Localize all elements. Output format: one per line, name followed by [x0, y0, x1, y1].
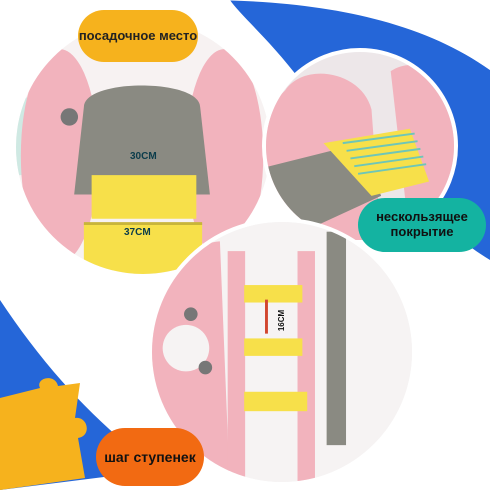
seat-badge-text: посадочное место [78, 27, 198, 43]
puzzle-piece-decoration [0, 378, 87, 490]
anti-slip-badge: нескользящее покрытие [358, 198, 486, 252]
steps-badge: шаг ступенек [96, 428, 204, 486]
seat-width-label: 30CM [130, 151, 157, 162]
step-width-label: 37CM [124, 227, 151, 238]
step-height-label: 16CM [277, 309, 287, 332]
anti-slip-badge-text: нескользящее покрытие [376, 209, 468, 239]
steps-badge-text: шаг ступенек [104, 448, 196, 465]
seat-badge: посадочное место [78, 10, 198, 62]
steps-photo [148, 218, 416, 486]
